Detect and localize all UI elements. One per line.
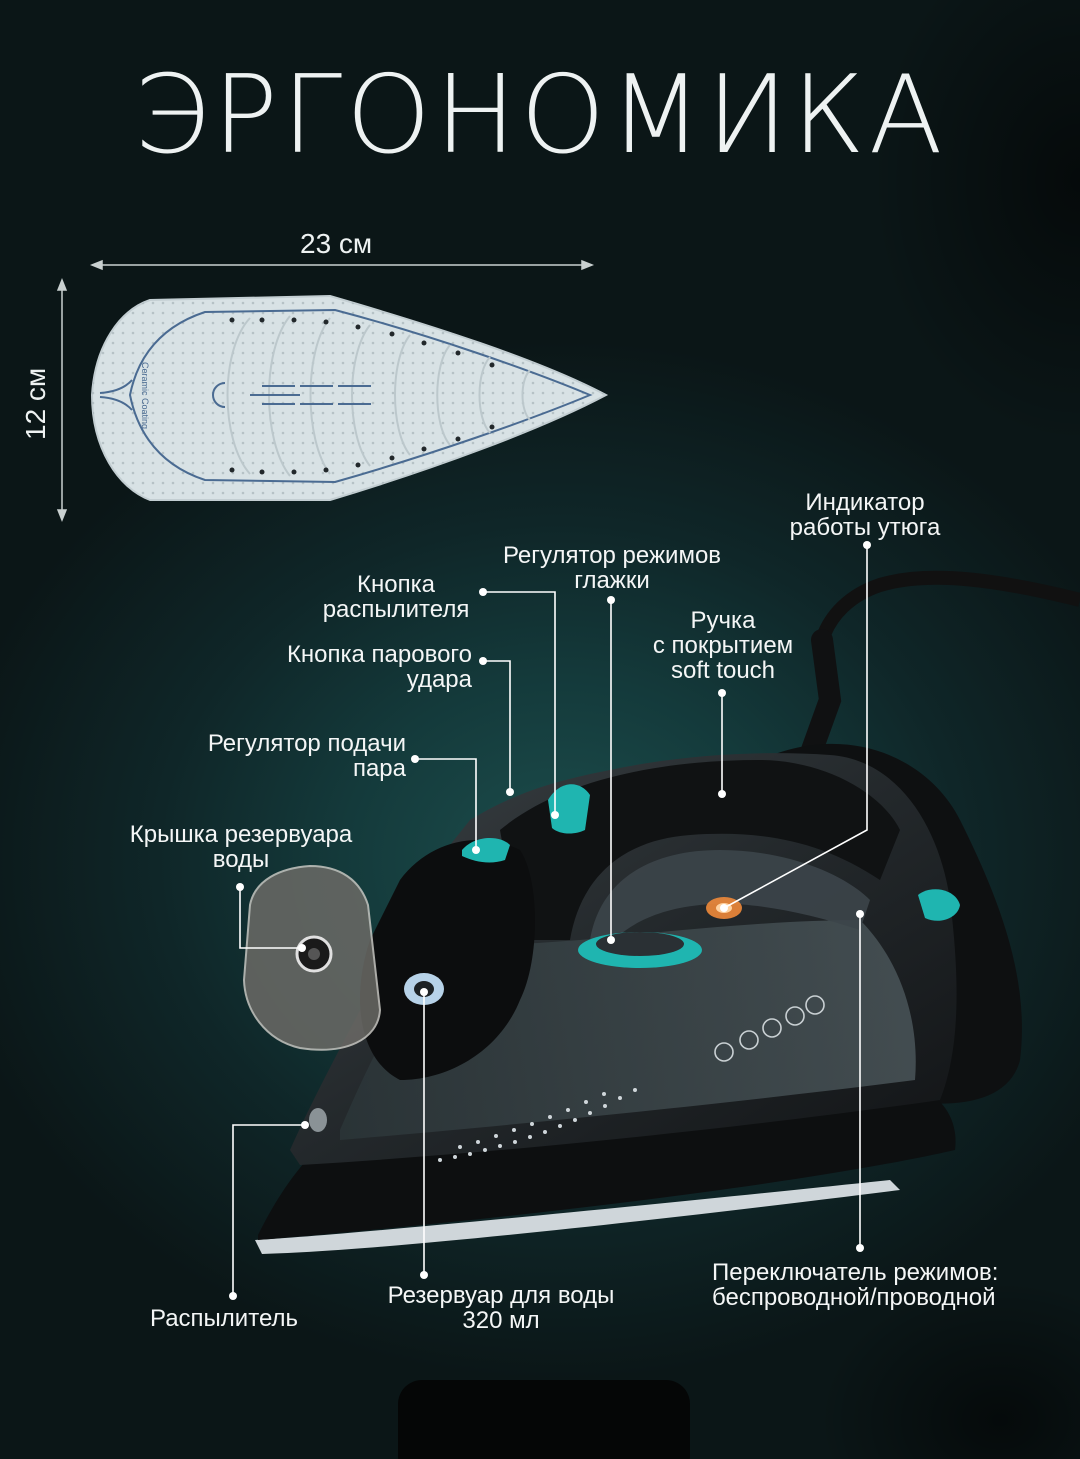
callout-tank-lid: Крышка резервуара воды bbox=[129, 821, 353, 873]
callout-tank: Резервуар для воды 320 мл bbox=[387, 1282, 615, 1334]
soleplate-image: Ceramic Coating bbox=[90, 294, 609, 501]
width-label: 23 см bbox=[300, 228, 373, 259]
callout-steam-control: Регулятор подачи пара bbox=[207, 730, 406, 782]
callout-ironing-mode: Регулятор режимов глажки bbox=[502, 542, 722, 594]
bottom-overlay-bar bbox=[398, 1380, 690, 1459]
callout-dots bbox=[229, 541, 871, 1300]
callout-steam-burst: Кнопка парового удара bbox=[286, 641, 472, 693]
width-dimension-arrow bbox=[89, 259, 595, 271]
height-dimension-arrow bbox=[56, 277, 68, 523]
tank-lid-image bbox=[242, 864, 382, 1051]
soleplate-coating-text: Ceramic Coating bbox=[140, 362, 150, 429]
callout-spray-button: Кнопка распылителя bbox=[322, 571, 470, 623]
callout-sprayer: Распылитель bbox=[150, 1305, 298, 1332]
callout-handle: Ручка с покрытием soft touch bbox=[652, 607, 794, 684]
callout-leader-lines bbox=[232, 545, 868, 1296]
callout-indicator: Индикатор работы утюга bbox=[789, 489, 941, 541]
iron-image bbox=[255, 570, 1080, 1254]
page-title: ЭРГОНОМИКА bbox=[133, 53, 947, 178]
callout-mode-switch: Переключатель режимов: беспроводной/пров… bbox=[712, 1259, 999, 1311]
